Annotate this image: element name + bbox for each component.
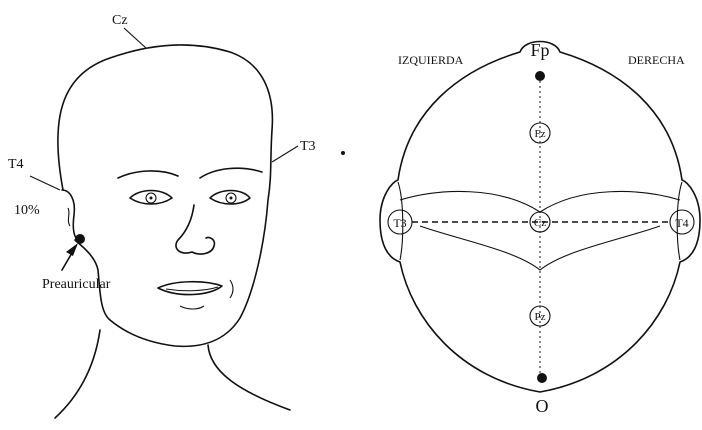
stray-dot xyxy=(341,151,345,155)
fp-point xyxy=(535,71,545,81)
neck-right xyxy=(208,345,290,410)
label-derecha: DERECHA xyxy=(628,53,685,67)
t4-leader xyxy=(30,176,60,190)
arrowhead xyxy=(66,243,78,256)
label-cz: Cz xyxy=(112,13,128,28)
cz-leader xyxy=(124,28,146,48)
label-t3-side: T3 xyxy=(300,139,316,154)
head-outline xyxy=(58,45,273,346)
o-point xyxy=(537,373,547,383)
label-10-percent: 10% xyxy=(14,203,40,218)
t3-leader xyxy=(272,146,298,162)
eye-left xyxy=(130,191,172,205)
neck-left xyxy=(55,330,100,418)
eyebrow-right xyxy=(200,168,262,178)
label-o: O xyxy=(536,396,549,416)
top-head-view: Fz Cz Pz T3 T4 IZQUIERDA DERECHA Fp O xyxy=(380,40,700,416)
label-izquierda: IZQUIERDA xyxy=(398,53,464,67)
eye-right xyxy=(210,191,250,205)
electrode-t3: T3 xyxy=(388,210,412,234)
svg-text:Cz: Cz xyxy=(534,217,546,229)
label-fp: Fp xyxy=(530,40,549,60)
electrode-t4: T4 xyxy=(670,210,694,234)
nose xyxy=(176,205,214,254)
svg-text:T3: T3 xyxy=(393,216,406,230)
preauricular-point xyxy=(75,234,85,244)
side-head-view: Cz T3 T4 10% Preauricular xyxy=(8,13,345,418)
svg-text:Pz: Pz xyxy=(535,311,546,323)
svg-text:T4: T4 xyxy=(675,216,688,230)
label-t4-side: T4 xyxy=(8,157,24,172)
svg-text:Fz: Fz xyxy=(535,128,546,140)
eyebrow-left xyxy=(118,171,178,178)
label-preauricular: Preauricular xyxy=(42,277,111,292)
